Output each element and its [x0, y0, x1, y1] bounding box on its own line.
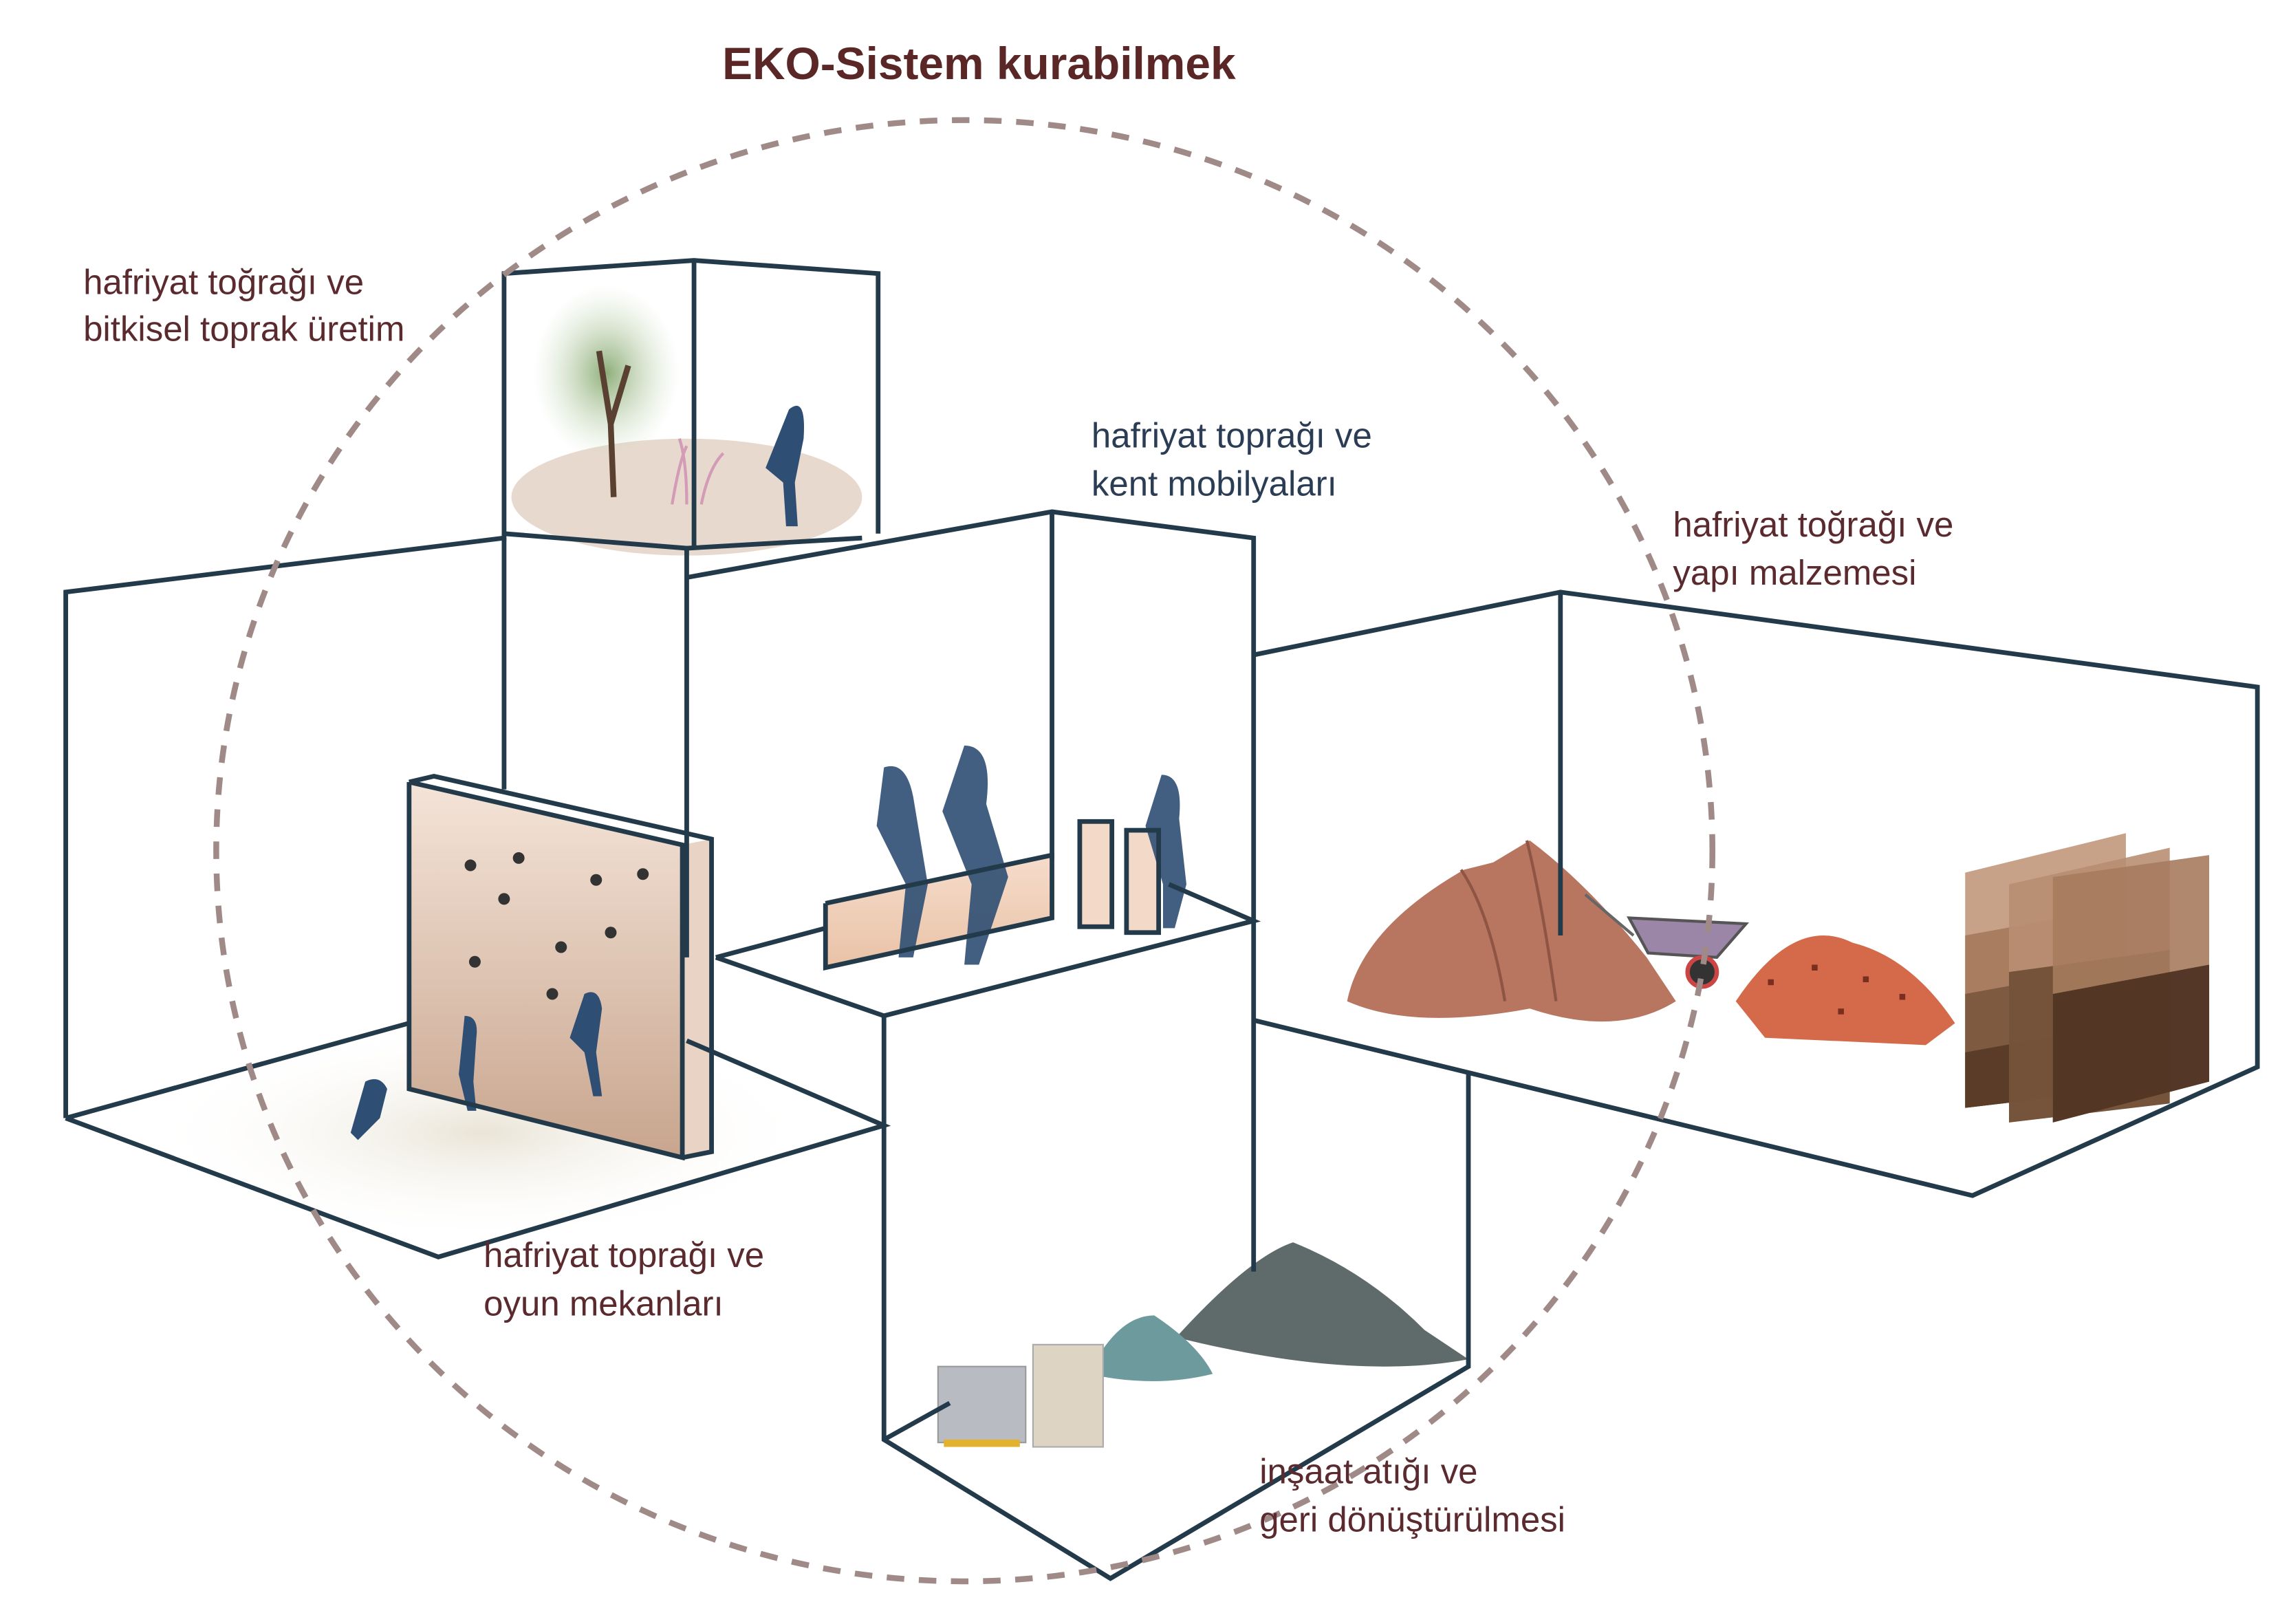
pillar-outline [1124, 827, 1162, 935]
svg-text:hafriyat toğrağı ve: hafriyat toğrağı ve [83, 262, 364, 301]
wheelbarrow [1584, 893, 1750, 989]
gardener-figure [766, 405, 805, 527]
svg-text:kent mobilyaları: kent mobilyaları [1092, 464, 1337, 504]
pillar-outline [1077, 819, 1115, 929]
label-plant-soil: hafriyat toğrağı ve bitkisel toprak üret… [83, 262, 404, 348]
wall-side-outline [409, 773, 714, 1160]
tree-illustration [533, 285, 725, 505]
svg-text:bitkisel toprak üretim: bitkisel toprak üretim [83, 309, 404, 348]
label-urban-furniture: hafriyat toprağı ve kent mobilyaları [1092, 415, 1372, 503]
ecosystem-dashed-circle [213, 117, 1716, 1585]
construction-waste [937, 1242, 1468, 1448]
svg-text:inşaat atığı ve: inşaat atığı ve [1259, 1452, 1477, 1491]
svg-text:yapı malzemesi: yapı malzemesi [1673, 553, 1916, 592]
brick-pile [1735, 935, 1955, 1046]
label-building-material: hafriyat toğrağı ve yapı malzemesi [1673, 505, 1953, 592]
diagram-title: EKO-Sistem kurabilmek [722, 38, 1236, 89]
climbing-wall [350, 781, 712, 1158]
bench-outline [823, 852, 1054, 971]
label-playgrounds: hafriyat toprağı ve oyun mekanları [484, 1235, 764, 1323]
svg-text:oyun mekanları: oyun mekanları [484, 1284, 723, 1323]
svg-text:hafriyat toğrağı ve: hafriyat toğrağı ve [1673, 505, 1953, 544]
soil-layer-samples [1965, 833, 2210, 1123]
svg-text:geri dönüştürülmesi: geri dönüştürülmesi [1259, 1500, 1565, 1539]
box-outlines [63, 258, 2260, 1581]
svg-text:hafriyat toprağı ve: hafriyat toprağı ve [484, 1235, 764, 1275]
label-construction-waste: inşaat atığı ve geri dönüştürülmesi [1259, 1452, 1565, 1539]
svg-text:hafriyat toprağı ve: hafriyat toprağı ve [1092, 415, 1372, 455]
soil-piles [1347, 840, 1676, 1022]
